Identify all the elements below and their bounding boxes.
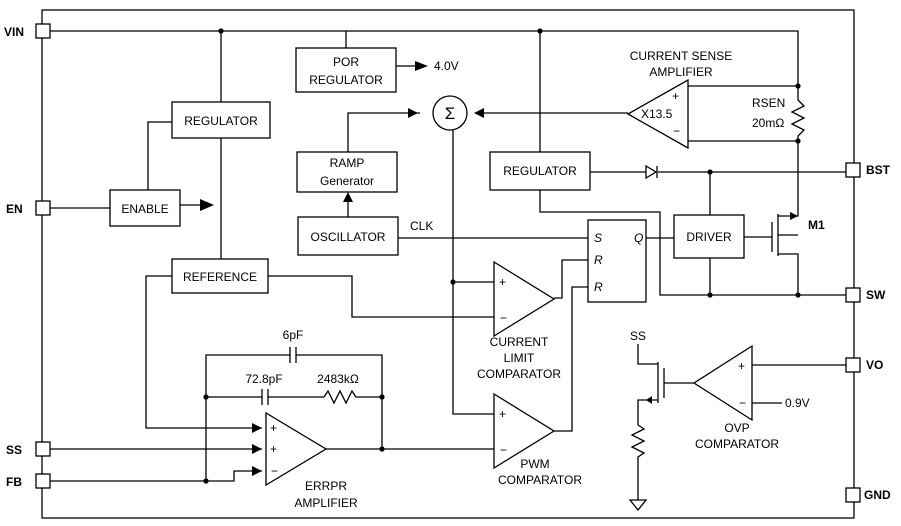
pin-bst-box[interactable] — [845, 162, 861, 178]
current-limit-comparator: + − — [493, 260, 556, 338]
pin-fb-label: FB — [6, 475, 22, 489]
current-sense-amplifier: + − X13.5 — [626, 78, 689, 150]
sum-symbol: Σ — [445, 104, 456, 123]
err-title-line1: ERRPR — [305, 479, 347, 493]
csa-plus: + — [672, 89, 679, 103]
chip-outline — [41, 9, 855, 519]
pin-gnd-label: GND — [864, 488, 891, 502]
cl-title-line2: LIMIT — [504, 351, 535, 365]
por-voltage-label: 4.0V — [434, 59, 459, 73]
pin-sw-box[interactable] — [845, 287, 861, 303]
pin-sw-label: SW — [866, 288, 886, 302]
csa-minus: − — [673, 124, 680, 138]
err-title-line2: AMPLIFIER — [294, 496, 358, 510]
error-amplifier: + + − — [265, 411, 328, 487]
oscillator-block: OSCILLATOR — [297, 216, 399, 256]
pwm-minus: − — [500, 443, 507, 457]
reference-label: REFERENCE — [183, 270, 257, 284]
wires — [50, 30, 846, 500]
driver-block: DRIVER — [673, 214, 745, 259]
ovp-comparator: + − — [692, 344, 753, 422]
ovp-plus: + — [738, 359, 745, 373]
clk-label: CLK — [410, 219, 433, 233]
pwm-title-line1: PWM — [520, 457, 549, 471]
pin-vo-box[interactable] — [845, 357, 861, 373]
cl-minus: − — [500, 311, 507, 325]
pwm-plus: + — [499, 407, 506, 421]
csa-title-line2: AMPLIFIER — [649, 65, 713, 79]
ovp-ref-voltage: 0.9V — [785, 396, 810, 410]
err-minus: − — [271, 464, 278, 478]
pin-bst-label: BST — [866, 163, 891, 177]
enable-label: ENABLE — [121, 202, 168, 216]
pin-vin-label: VIN — [4, 25, 24, 39]
ovp-minus: − — [739, 396, 746, 410]
regulator-right-label: REGULATOR — [503, 164, 577, 178]
arrows — [200, 61, 798, 476]
regulator-left-label: REGULATOR — [184, 114, 258, 128]
junction-dots — [203, 28, 801, 484]
por-regulator-block: POR REGULATOR — [295, 47, 397, 93]
pin-gnd-box[interactable] — [845, 487, 861, 503]
csa-gain-label: X13.5 — [641, 107, 673, 121]
cap-6pf-label: 6pF — [283, 328, 304, 342]
m1-label: M1 — [808, 218, 825, 232]
ramp-label-line2: Generator — [320, 174, 374, 188]
reference-block: REFERENCE — [171, 258, 269, 294]
ovp-title-line2: COMPARATOR — [695, 437, 779, 451]
err-plus-2: + — [270, 442, 277, 456]
driver-label: DRIVER — [686, 230, 732, 244]
csa-title-line1: CURRENT SENSE — [630, 49, 732, 63]
pin-en-label: EN — [6, 202, 23, 216]
pin-ss-box[interactable] — [35, 441, 51, 457]
pin-ss-label: SS — [6, 443, 22, 457]
por-label-line2: REGULATOR — [309, 73, 383, 87]
ramp-label-line1: RAMP — [330, 156, 365, 170]
pin-fb-box[interactable] — [35, 473, 51, 489]
pin-vo-label: VO — [866, 358, 883, 372]
capacitor-72pf — [261, 389, 269, 405]
cl-plus: + — [499, 275, 506, 289]
cap-72pf-label: 72.8pF — [245, 372, 282, 386]
rsen-label-line1: RSEN — [752, 96, 785, 110]
sr-s-label: S — [594, 231, 602, 245]
sr-q-label: Q — [634, 231, 643, 245]
pin-en-box[interactable] — [35, 200, 51, 216]
pwm-comparator: + − — [493, 392, 556, 470]
err-plus-1: + — [270, 421, 277, 435]
sr-latch-block: S R R Q — [587, 219, 647, 303]
cl-title-line1: CURRENT — [490, 335, 549, 349]
ovp-ss-label: SS — [630, 329, 646, 343]
regulator-left-block: REGULATOR — [171, 101, 271, 139]
sr-r1-label: R — [594, 253, 603, 267]
sum-junction: Σ — [432, 95, 468, 131]
bootstrap-diode — [645, 164, 658, 180]
regulator-right-block: REGULATOR — [489, 151, 591, 191]
por-label-line1: POR — [333, 55, 359, 69]
pin-vin-box[interactable] — [35, 23, 51, 39]
ground-symbol — [628, 499, 648, 512]
res-2483k-label: 2483kΩ — [317, 372, 359, 386]
ovp-title-line1: OVP — [724, 421, 749, 435]
rsen-label-line2: 20mΩ — [752, 116, 784, 130]
enable-block: ENABLE — [109, 189, 181, 227]
capacitor-6pf — [289, 347, 297, 363]
pwm-title-line2: COMPARATOR — [498, 473, 582, 487]
oscillator-label: OSCILLATOR — [311, 230, 386, 244]
ramp-generator-block: RAMP Generator — [296, 151, 398, 193]
cl-title-line3: COMPARATOR — [477, 367, 561, 381]
sr-r2-label: R — [594, 280, 603, 294]
